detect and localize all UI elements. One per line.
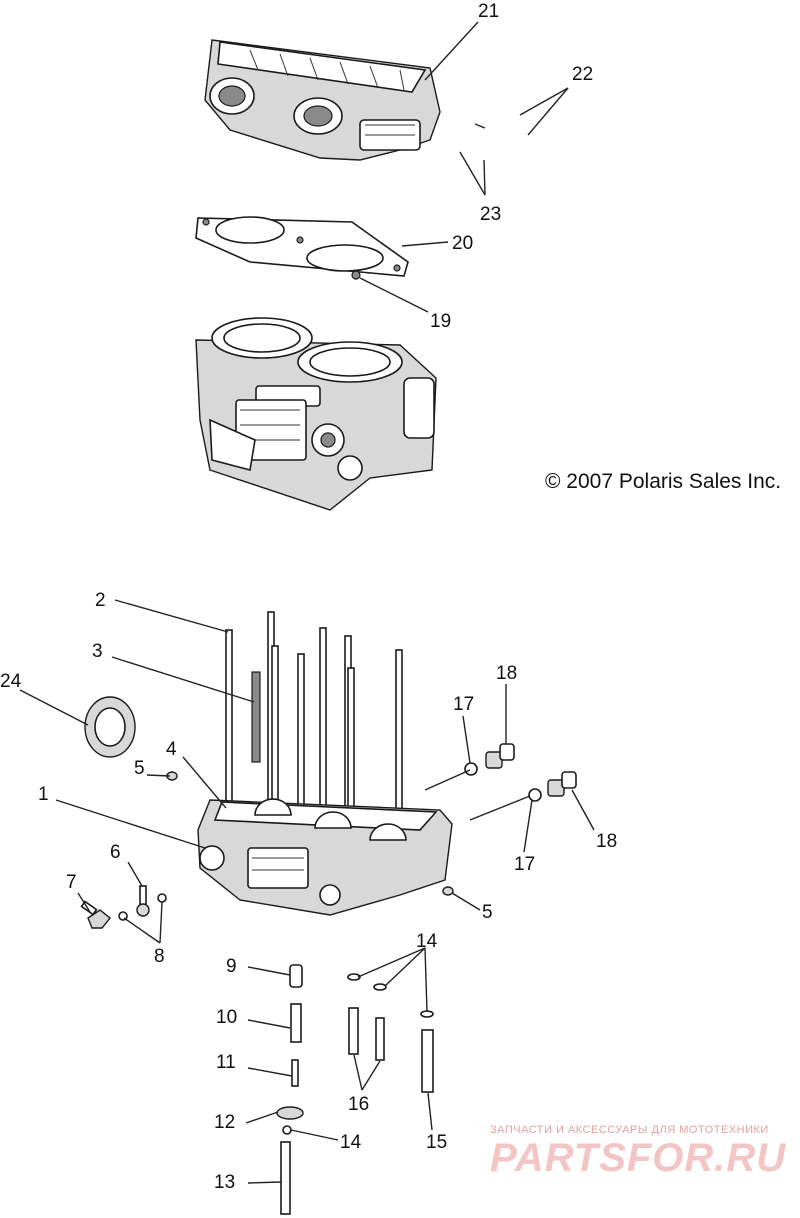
washer-14-lower [282,1125,292,1135]
watermark-site: PARTSFOR.RU [490,1136,787,1180]
callout-16: 16 [348,1094,369,1115]
screw-6 [136,885,150,917]
callout-3: 3 [92,641,103,662]
bolt-16-a [348,1007,359,1055]
callout-5-left: 5 [134,758,145,779]
plug-5-right [442,886,454,896]
callout-18-top: 18 [496,663,517,684]
callout-21: 21 [478,1,499,22]
callout-13: 13 [214,1172,235,1193]
callout-17-bottom: 17 [514,854,535,875]
seal-24 [84,696,136,758]
washer-8-b [157,893,167,903]
callout-20: 20 [452,233,473,254]
o-ring-17-b [528,788,542,802]
bolt-13 [280,1141,291,1215]
bolt-16-b [375,1017,385,1061]
callout-12: 12 [214,1112,235,1133]
washer-14-a [347,973,361,981]
callout-17-top: 17 [453,694,474,715]
bolt-15 [421,1029,434,1093]
callout-24: 24 [0,671,22,692]
callout-6: 6 [110,842,121,863]
watermark-subtitle: ЗАПЧАСТИ И АКСЕССУАРЫ ДЛЯ МОТОТЕХНИКИ [490,1124,769,1136]
callout-9: 9 [226,956,237,977]
callout-14-lower: 14 [340,1132,362,1153]
head-gasket [195,216,409,277]
washer-12 [276,1106,304,1120]
callout-labels: 21 22 23 20 19 2 3 24 5 4 1 17 18 18 17 … [0,1,617,1193]
bolt-7 [80,900,111,929]
leader-lines [19,21,595,1184]
callout-11: 11 [216,1052,236,1073]
crankcase [197,798,453,916]
callout-10: 10 [216,1007,237,1028]
callout-15: 15 [426,1132,447,1153]
cylinder-block [195,317,437,511]
cylinder-head [204,39,441,161]
callout-14-upper: 14 [416,931,438,952]
o-ring-17-a [464,762,478,776]
fitting-18-b [547,771,577,797]
dowel-pin-19 [351,270,361,280]
fitting-18-a [485,743,515,769]
callout-23: 23 [480,204,501,225]
copyright-notice: © 2007 Polaris Sales Inc. [545,470,782,493]
callout-2: 2 [95,590,106,611]
washer-14-b [373,983,387,991]
callout-19: 19 [430,311,451,332]
callout-5-right: 5 [482,902,493,923]
callout-1: 1 [38,784,49,805]
callout-18-bottom: 18 [596,831,617,852]
sleeve-10 [290,1003,302,1043]
dowel-9 [289,964,303,988]
callout-22: 22 [572,64,593,85]
callout-8: 8 [154,946,165,967]
bolt-11 [291,1059,299,1087]
callout-4: 4 [166,739,177,760]
callout-7: 7 [66,872,77,893]
